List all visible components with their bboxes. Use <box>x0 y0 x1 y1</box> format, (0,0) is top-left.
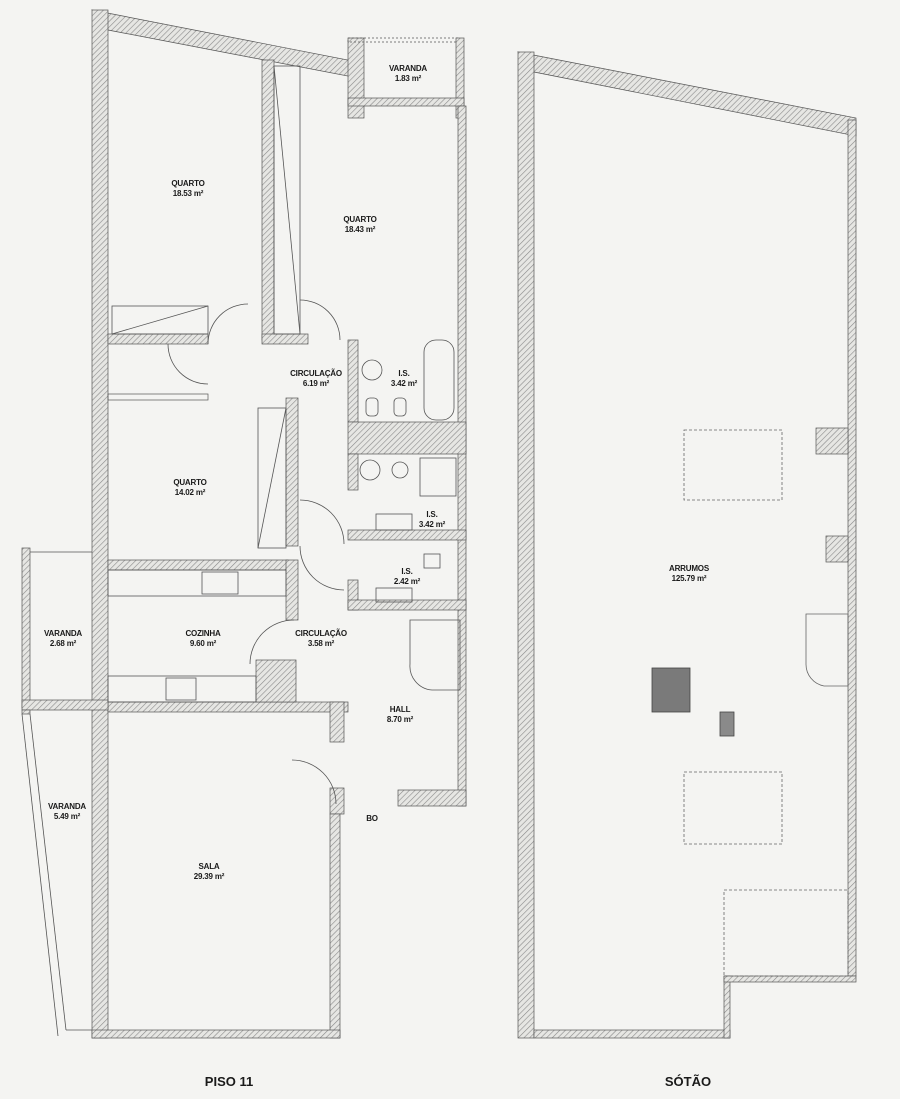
room-name: QUARTO <box>173 478 207 487</box>
sotao-fixtures <box>651 429 849 977</box>
room-area: 2.68 m² <box>49 639 77 648</box>
room-area: 3.42 m² <box>418 520 446 529</box>
room-label-is-2: I.S.3.42 m² <box>419 510 445 530</box>
room-area: 2.42 m² <box>393 577 421 586</box>
room-name: QUARTO <box>343 215 377 224</box>
room-name: VARANDA <box>47 802 87 811</box>
room-area: 8.70 m² <box>386 715 414 724</box>
room-area: 3.58 m² <box>307 639 335 648</box>
room-name: SALA <box>198 862 220 871</box>
room-name: CIRCULAÇÃO <box>290 369 342 378</box>
room-name: I.S. <box>398 369 410 378</box>
bo-marker: BO <box>366 814 378 824</box>
room-label-is-1: I.S.3.42 m² <box>391 369 417 389</box>
plan-title-piso-11: PISO 11 <box>204 1074 254 1089</box>
room-area: 18.53 m² <box>172 189 204 198</box>
room-name: COZINHA <box>185 629 221 638</box>
room-area: 18.43 m² <box>344 225 376 234</box>
room-name: HALL <box>389 705 411 714</box>
bo-label: BO <box>366 814 378 823</box>
piso-11-plan <box>21 9 467 1039</box>
room-area: 29.39 m² <box>193 872 225 881</box>
room-area: 1.83 m² <box>394 74 422 83</box>
room-name: QUARTO <box>171 179 205 188</box>
plan-title-sotao: SÓTÃO <box>664 1074 712 1089</box>
room-name: ARRUMOS <box>669 564 709 573</box>
room-label-is-3: I.S.2.42 m² <box>394 567 420 587</box>
room-name: I.S. <box>401 567 413 576</box>
piso-11-fixtures <box>21 65 461 1037</box>
room-area: 9.60 m² <box>189 639 217 648</box>
sotao-plan <box>517 51 857 1039</box>
room-area: 6.19 m² <box>302 379 330 388</box>
room-name: CIRCULAÇÃO <box>295 629 347 638</box>
room-area: 125.79 m² <box>671 574 707 583</box>
room-area: 14.02 m² <box>174 488 206 497</box>
room-area: 5.49 m² <box>53 812 81 821</box>
room-area: 3.42 m² <box>390 379 418 388</box>
room-name: VARANDA <box>43 629 83 638</box>
room-name: VARANDA <box>388 64 428 73</box>
room-name: I.S. <box>426 510 438 519</box>
